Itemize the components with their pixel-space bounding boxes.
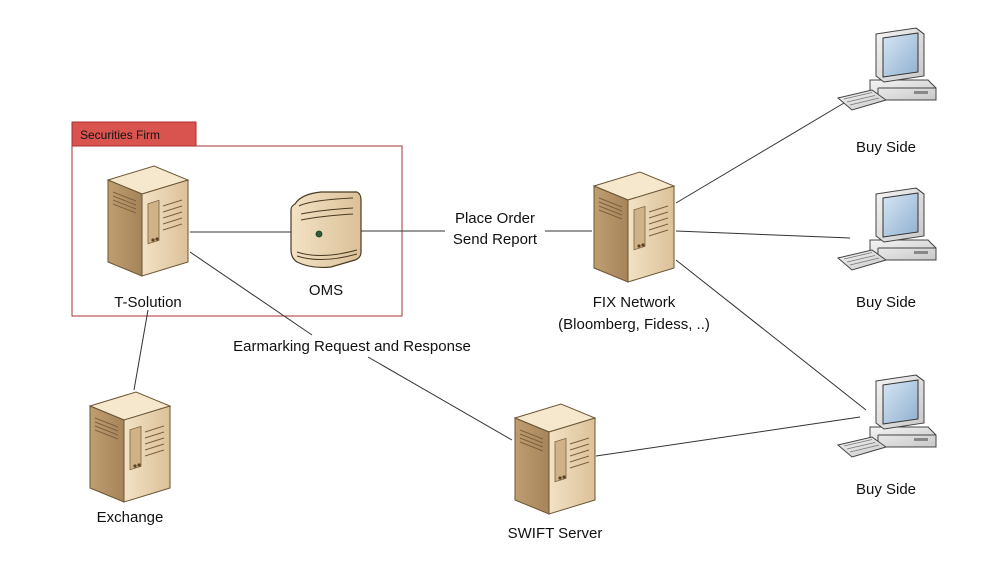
swift-server-icon [514, 403, 596, 515]
buy-side-1-label: Buy Side [856, 139, 916, 156]
edge-tsolution-swift-lower [367, 356, 513, 441]
buy-side-3-label: Buy Side [856, 481, 916, 498]
securities-firm-title: Securities Firm [80, 128, 160, 142]
edge-label-place-order: Place Order [455, 210, 535, 227]
edge-fix-buyside2 [675, 230, 851, 239]
oms-label: OMS [309, 282, 343, 299]
oms-server-icon [290, 191, 362, 269]
buy-side-3-computer-icon [837, 374, 937, 458]
edge-swift-buyside3 [595, 416, 861, 457]
buy-side-1-computer-icon [837, 27, 937, 111]
t-solution-server-icon [107, 165, 189, 277]
edge-tsolution-swift-upper [189, 251, 313, 336]
edge-label-earmarking: Earmarking Request and Response [233, 338, 471, 355]
edge-tsolution-exchange [133, 309, 149, 391]
fix-network-server-icon [593, 171, 675, 283]
edge-label-send-report: Send Report [453, 231, 538, 248]
securities-firm-title-tab [71, 121, 197, 147]
exchange-server-icon [89, 391, 171, 503]
t-solution-label: T-Solution [114, 294, 182, 311]
edge-fix-buyside1 [675, 102, 845, 204]
buy-side-2-label: Buy Side [856, 294, 916, 311]
exchange-label: Exchange [97, 509, 164, 526]
buy-side-2-computer-icon [837, 187, 937, 271]
fix-network-sublabel: (Bloomberg, Fidess, ..) [558, 316, 710, 333]
swift-server-label: SWIFT Server [508, 525, 603, 542]
fix-network-label: FIX Network [593, 294, 676, 311]
edge-fix-buyside3 [675, 259, 867, 411]
connections [133, 102, 867, 457]
